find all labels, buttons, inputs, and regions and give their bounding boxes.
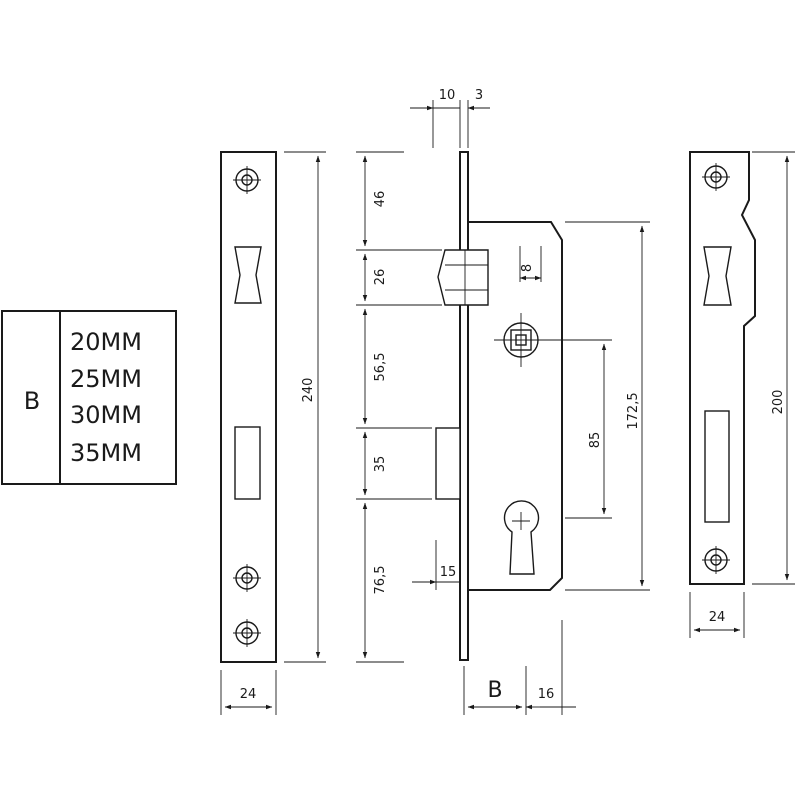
screw-icon — [233, 166, 261, 194]
chain-dim-label: 46 — [373, 191, 388, 208]
size-table-frame — [1, 310, 177, 485]
faceplate-width-label: 24 — [240, 687, 257, 702]
center-distance-label: 85 — [588, 432, 603, 449]
chain-dim-label: 76,5 — [373, 566, 388, 595]
faceplate-outline — [220, 151, 277, 663]
size-option: 20MM — [70, 328, 142, 356]
chain-dim-label: 35 — [373, 456, 388, 473]
strike-width-label: 24 — [709, 610, 726, 625]
case-height-label: 172,5 — [626, 392, 641, 429]
bolt-opening — [234, 426, 261, 500]
lock-case — [468, 221, 563, 591]
size-option: 30MM — [70, 401, 142, 429]
strike-plate-outline — [689, 151, 756, 585]
strike-bolt-opening — [704, 410, 730, 523]
faceplate-height-label: 240 — [301, 378, 316, 403]
strike-plate: 200 24 — [689, 151, 795, 638]
latch-projection-label: 15 — [440, 565, 457, 580]
spindle-hub-icon — [494, 313, 548, 367]
strike-height-label: 200 — [771, 390, 786, 415]
cylinder-keyhole-icon — [503, 500, 540, 575]
strike-latch-opening — [703, 246, 732, 306]
screw-icon — [233, 564, 261, 592]
size-table-key: B — [24, 387, 40, 415]
chain-dim-label: 26 — [373, 269, 388, 286]
screw-icon — [702, 546, 730, 574]
size-option: 25MM — [70, 365, 142, 393]
size-option: 35MM — [70, 439, 142, 467]
screw-icon — [233, 619, 261, 647]
lock-body: 8 10 3 — [356, 88, 650, 715]
lock-faceplate-strip — [459, 151, 469, 661]
chain-dim-label: 56,5 — [373, 353, 388, 382]
latch-bolt — [437, 249, 489, 306]
bottom-dim-label: 16 — [538, 687, 555, 702]
faceplate-left: 240 24 — [220, 151, 326, 715]
top-dim-label: 3 — [475, 88, 483, 103]
inner-dim-label: 8 — [520, 264, 535, 272]
size-table: B 20MM 25MM 30MM 35MM — [1, 310, 177, 485]
latch-opening — [234, 246, 262, 304]
top-dim-label: 10 — [439, 88, 456, 103]
backset-label: B — [487, 678, 502, 703]
screw-icon — [702, 163, 730, 191]
dead-bolt — [435, 427, 461, 500]
